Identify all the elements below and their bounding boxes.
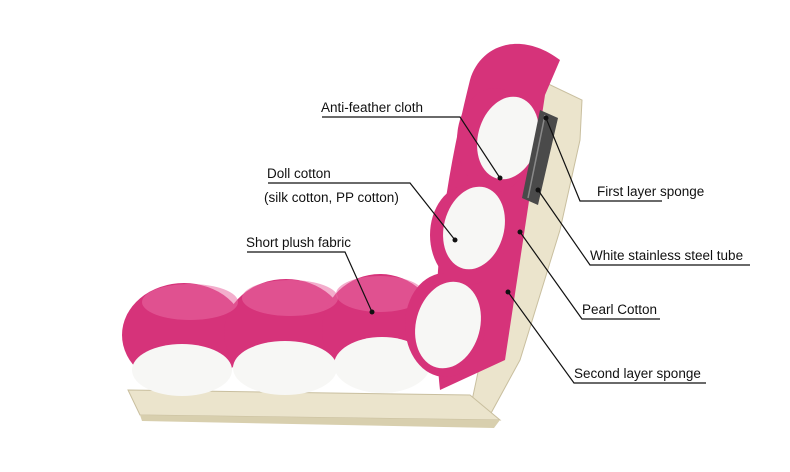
label-doll-cotton-detail: (silk cotton, PP cotton): [264, 190, 399, 205]
dot-steel-tube: [535, 187, 541, 193]
leader-first-sponge: [545, 117, 662, 202]
leader-pearl-cotton: [519, 231, 660, 320]
leader-dots: [369, 115, 549, 315]
seat-cotton-1: [132, 344, 232, 396]
leader-lines: [247, 116, 750, 384]
dot-doll-cotton: [452, 237, 458, 243]
label-anti-feather-cloth: Anti-feather cloth: [321, 100, 424, 115]
seat-cotton-2: [233, 341, 337, 395]
dot-anti-feather: [497, 175, 503, 181]
dot-second-sponge: [505, 289, 511, 295]
dot-short-plush: [369, 309, 375, 315]
label-doll-cotton: Doll cotton: [267, 166, 331, 181]
back-cotton-3: [477, 96, 539, 180]
leader-steel-tube: [537, 189, 750, 266]
back-cotton-2: [443, 186, 505, 270]
label-pearl-cotton: Pearl Cotton: [582, 302, 658, 317]
label-first-layer-sponge: First layer sponge: [597, 184, 705, 199]
back-cotton-1: [415, 281, 481, 369]
seat-base-bottom: [140, 415, 500, 428]
leader-anti-feather: [322, 116, 501, 179]
seat-cushion-top-2: [242, 280, 338, 316]
leader-short-plush: [247, 251, 373, 313]
steel-tube-highlight: [527, 114, 546, 199]
seat-cushion-top-1: [142, 284, 238, 320]
label-steel-tube: White stainless steel tube: [590, 248, 744, 263]
label-second-layer-sponge: Second layer sponge: [574, 366, 701, 381]
seat-cotton-3: [334, 337, 430, 393]
label-short-plush-fabric: Short plush fabric: [246, 235, 352, 250]
dot-first-sponge: [543, 115, 549, 121]
seat-cushion-top-3: [336, 276, 424, 312]
leader-second-sponge: [507, 291, 706, 384]
leader-doll-cotton: [268, 182, 456, 241]
dot-pearl-cotton: [517, 229, 523, 235]
